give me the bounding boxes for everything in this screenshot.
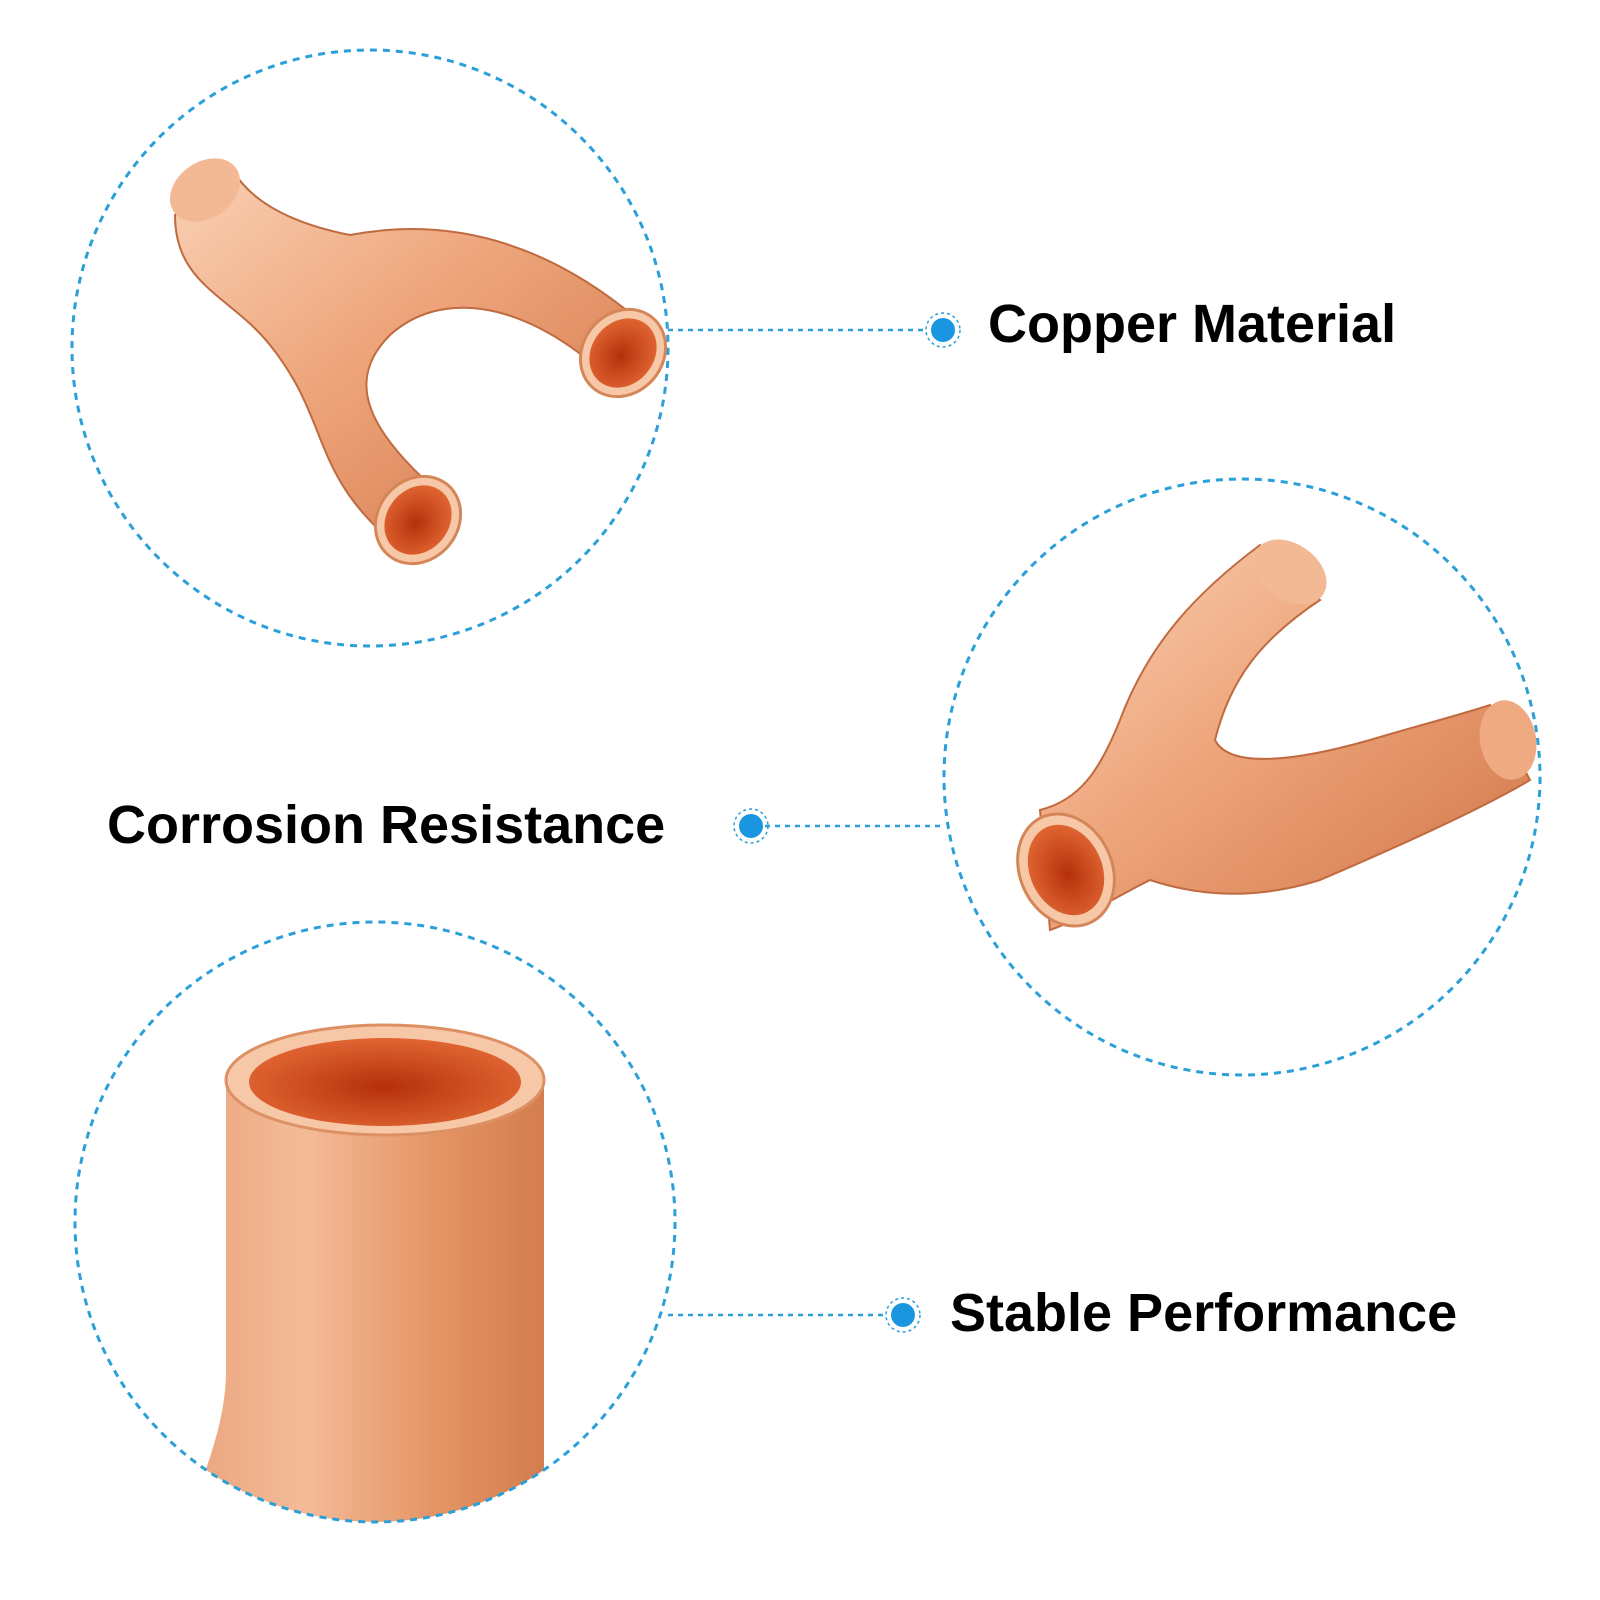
callout-dot-icon bbox=[891, 1303, 915, 1327]
feature-label-stable-performance: Stable Performance bbox=[950, 1283, 1458, 1343]
callout-connector-copper bbox=[668, 312, 961, 348]
feature-circle-corrosion bbox=[942, 477, 1542, 1077]
copper-tube-icon bbox=[175, 1023, 546, 1522]
callout-connector-corrosion bbox=[733, 808, 945, 844]
callout-dot-icon bbox=[931, 318, 955, 342]
feature-label-corrosion-resistance: Corrosion Resistance bbox=[107, 795, 666, 855]
y-pipe-fitting-icon bbox=[1016, 539, 1537, 932]
callout-dot-icon bbox=[739, 814, 763, 838]
feature-label-copper-material: Copper Material bbox=[988, 294, 1397, 354]
y-pipe-fitting-icon bbox=[169, 158, 668, 566]
feature-circle-copper bbox=[70, 48, 670, 648]
feature-circle-stable bbox=[73, 920, 677, 1524]
callout-connector-stable bbox=[668, 1297, 921, 1333]
